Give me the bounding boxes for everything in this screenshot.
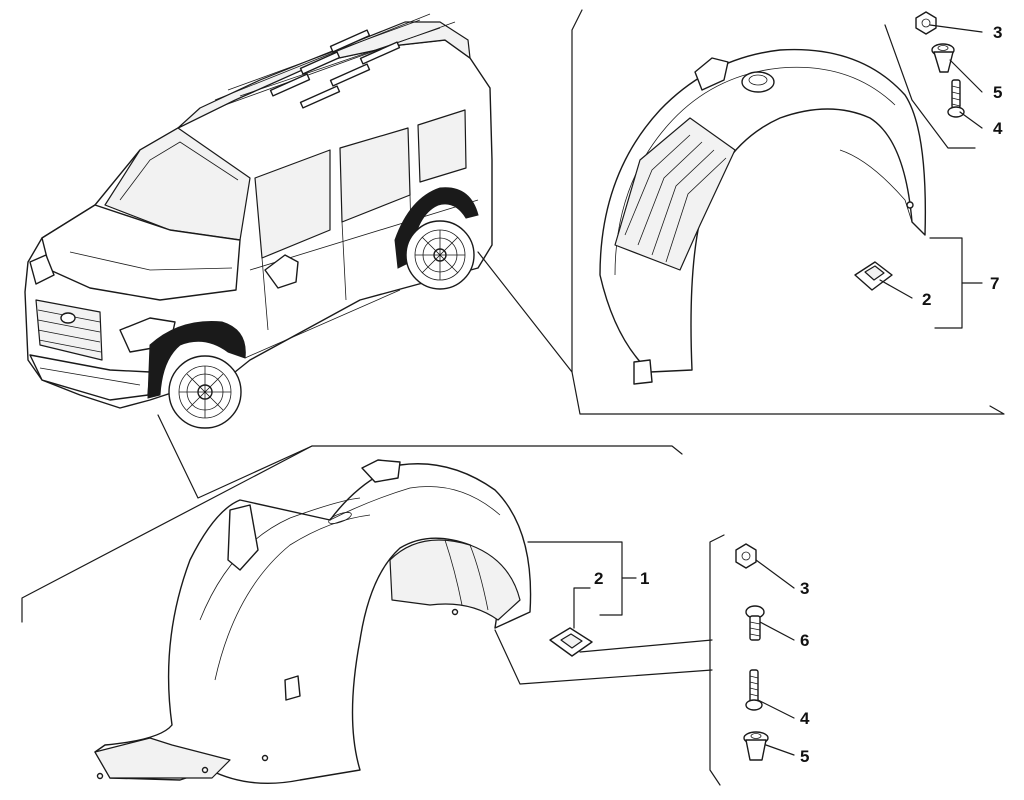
front-liner <box>94 459 532 784</box>
front-fasteners <box>549 543 769 761</box>
clip-nut-icon <box>854 261 893 291</box>
rear-callout-lines <box>879 24 983 329</box>
callout-front-1: 1 <box>640 569 649 588</box>
push-fastener-icon <box>931 43 955 73</box>
callout-rear-4: 4 <box>993 119 1003 138</box>
rear-fasteners <box>854 11 965 291</box>
screw-icon <box>745 669 763 711</box>
wheel-arch-liner-icon <box>94 463 532 784</box>
push-fastener-icon <box>743 731 769 761</box>
callout-front-2: 2 <box>594 569 603 588</box>
callout-rear-5: 5 <box>993 83 1002 102</box>
hex-nut-icon <box>735 543 757 569</box>
hex-nut-icon <box>915 11 937 35</box>
callout-labels: 3 5 4 7 2 2 1 3 6 4 5 <box>594 23 1003 766</box>
front-callout-lines <box>494 541 795 756</box>
callout-rear-7: 7 <box>990 274 999 293</box>
rear-liner <box>599 48 927 385</box>
van-outline-icon <box>24 13 493 429</box>
callout-front-4: 4 <box>800 709 810 728</box>
callout-front-6: 6 <box>800 631 809 650</box>
clip-nut-icon <box>549 627 593 657</box>
callout-rear-3: 3 <box>993 23 1002 42</box>
callout-front-3: 3 <box>800 579 809 598</box>
screw-icon <box>947 79 965 118</box>
rear-section-frame <box>571 9 1005 415</box>
fastener-bracket <box>709 534 725 786</box>
screw-icon <box>745 605 765 641</box>
leader-lines <box>157 251 573 499</box>
callout-front-5: 5 <box>800 747 809 766</box>
callout-rear-2: 2 <box>922 290 931 309</box>
